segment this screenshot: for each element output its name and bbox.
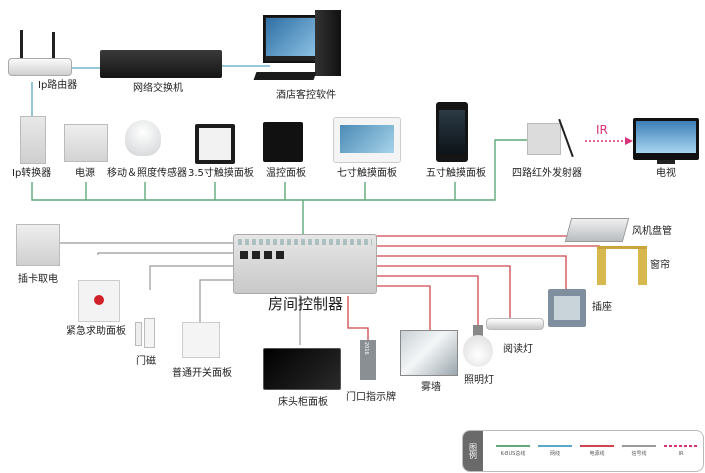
- power-wires: [347, 235, 600, 340]
- wall-switch-label: 普通开关面板: [172, 368, 232, 379]
- touch-5-label: 五寸触摸面板: [426, 168, 486, 179]
- motion-sensor-label: 移动＆照度传感器: [107, 168, 187, 179]
- door-contact-device: [135, 318, 155, 348]
- bedside-panel-device: [263, 348, 341, 390]
- switch-label: 网络交换机: [133, 83, 183, 94]
- ir-text: IR: [596, 123, 608, 137]
- legend-label-ir: IR: [678, 451, 684, 457]
- legend-item-power: 电源线: [577, 439, 617, 457]
- door-sign-device: 2016: [360, 340, 376, 380]
- thermostat-label: 温控面板: [266, 168, 306, 179]
- ir-emitter-device: [527, 123, 561, 155]
- ir-emitter-label: 四路红外发射器: [512, 168, 582, 179]
- legend-item-network: 网线: [535, 439, 575, 457]
- curtain-device: [597, 246, 647, 285]
- power-supply-label: 电源: [75, 168, 95, 179]
- legend-label-bus: K-BUS总线: [500, 451, 526, 457]
- legend-label-signal: 信号线: [631, 451, 647, 457]
- socket-device: [548, 289, 586, 327]
- touch-7-device: [333, 117, 401, 163]
- legend-item-ir: IR: [661, 439, 701, 457]
- touch-35-label: 3.5寸触摸面板: [188, 168, 254, 179]
- legend-line-network: [538, 445, 572, 447]
- legend: 图例 K-BUS总线 网线 电源线 信号线 IR: [462, 430, 704, 472]
- door-contact-label: 门磁: [136, 356, 156, 367]
- card-switch-label: 插卡取电: [18, 274, 58, 285]
- bulb-device: [463, 325, 493, 367]
- card-switch-device: [16, 224, 60, 266]
- switch-device: [100, 50, 222, 78]
- door-sign-label: 门口指示牌: [346, 392, 396, 403]
- bulb-label: 照明灯: [464, 375, 494, 386]
- touch-5-device: [436, 102, 468, 162]
- signal-wires: [58, 242, 301, 345]
- ip-gateway-device: [20, 116, 46, 164]
- legend-line-ir: [664, 445, 698, 447]
- wire-bus-trunk: [31, 139, 530, 201]
- room-controller-title: 房间控制器: [268, 295, 344, 313]
- fan-coil-label: 风机盘管: [632, 226, 672, 237]
- thermostat-device: [263, 122, 303, 162]
- motion-sensor-device: [125, 120, 161, 156]
- network-wires: [31, 65, 270, 118]
- reading-lamp-device: [486, 318, 544, 330]
- emergency-label: 紧急求助面板: [66, 326, 126, 337]
- legend-label-power: 电源线: [589, 451, 605, 457]
- bedside-panel-label: 床头柜面板: [278, 397, 328, 408]
- legend-line-power: [580, 445, 614, 447]
- touch-35-device: [195, 124, 235, 164]
- touch-7-label: 七寸触摸面板: [337, 168, 397, 179]
- ip-gateway-label: Ip转换器: [12, 168, 52, 179]
- curtain-label: 窗帘: [650, 260, 670, 271]
- router-device: [8, 30, 72, 78]
- legend-label-network: 网线: [549, 451, 560, 457]
- fan-coil-device: [564, 218, 630, 242]
- reading-lamp-label: 阅读灯: [503, 344, 533, 355]
- legend-item-bus: K-BUS总线: [493, 439, 533, 457]
- socket-label: 插座: [592, 302, 612, 313]
- pc-label: 酒店客控软件: [276, 90, 336, 101]
- bus-wires: [31, 139, 530, 236]
- legend-line-bus: [496, 445, 530, 447]
- pc-device: [253, 10, 355, 85]
- fog-glass-label: 雾墙: [421, 382, 441, 393]
- legend-item-signal: 信号线: [619, 439, 659, 457]
- wall-switch-device: [182, 322, 220, 358]
- door-sign-digits: 2016: [363, 342, 369, 355]
- router-label: Ip路由器: [38, 80, 78, 91]
- tv-device: [633, 118, 699, 164]
- tv-label: 电视: [656, 168, 676, 179]
- emergency-device: [78, 280, 120, 322]
- room-controller-device: [233, 234, 377, 294]
- fog-glass-device: [400, 330, 458, 376]
- ir-link: [585, 137, 633, 145]
- power-supply-device: [64, 124, 108, 162]
- legend-line-signal: [622, 445, 656, 447]
- legend-title: 图例: [463, 431, 483, 471]
